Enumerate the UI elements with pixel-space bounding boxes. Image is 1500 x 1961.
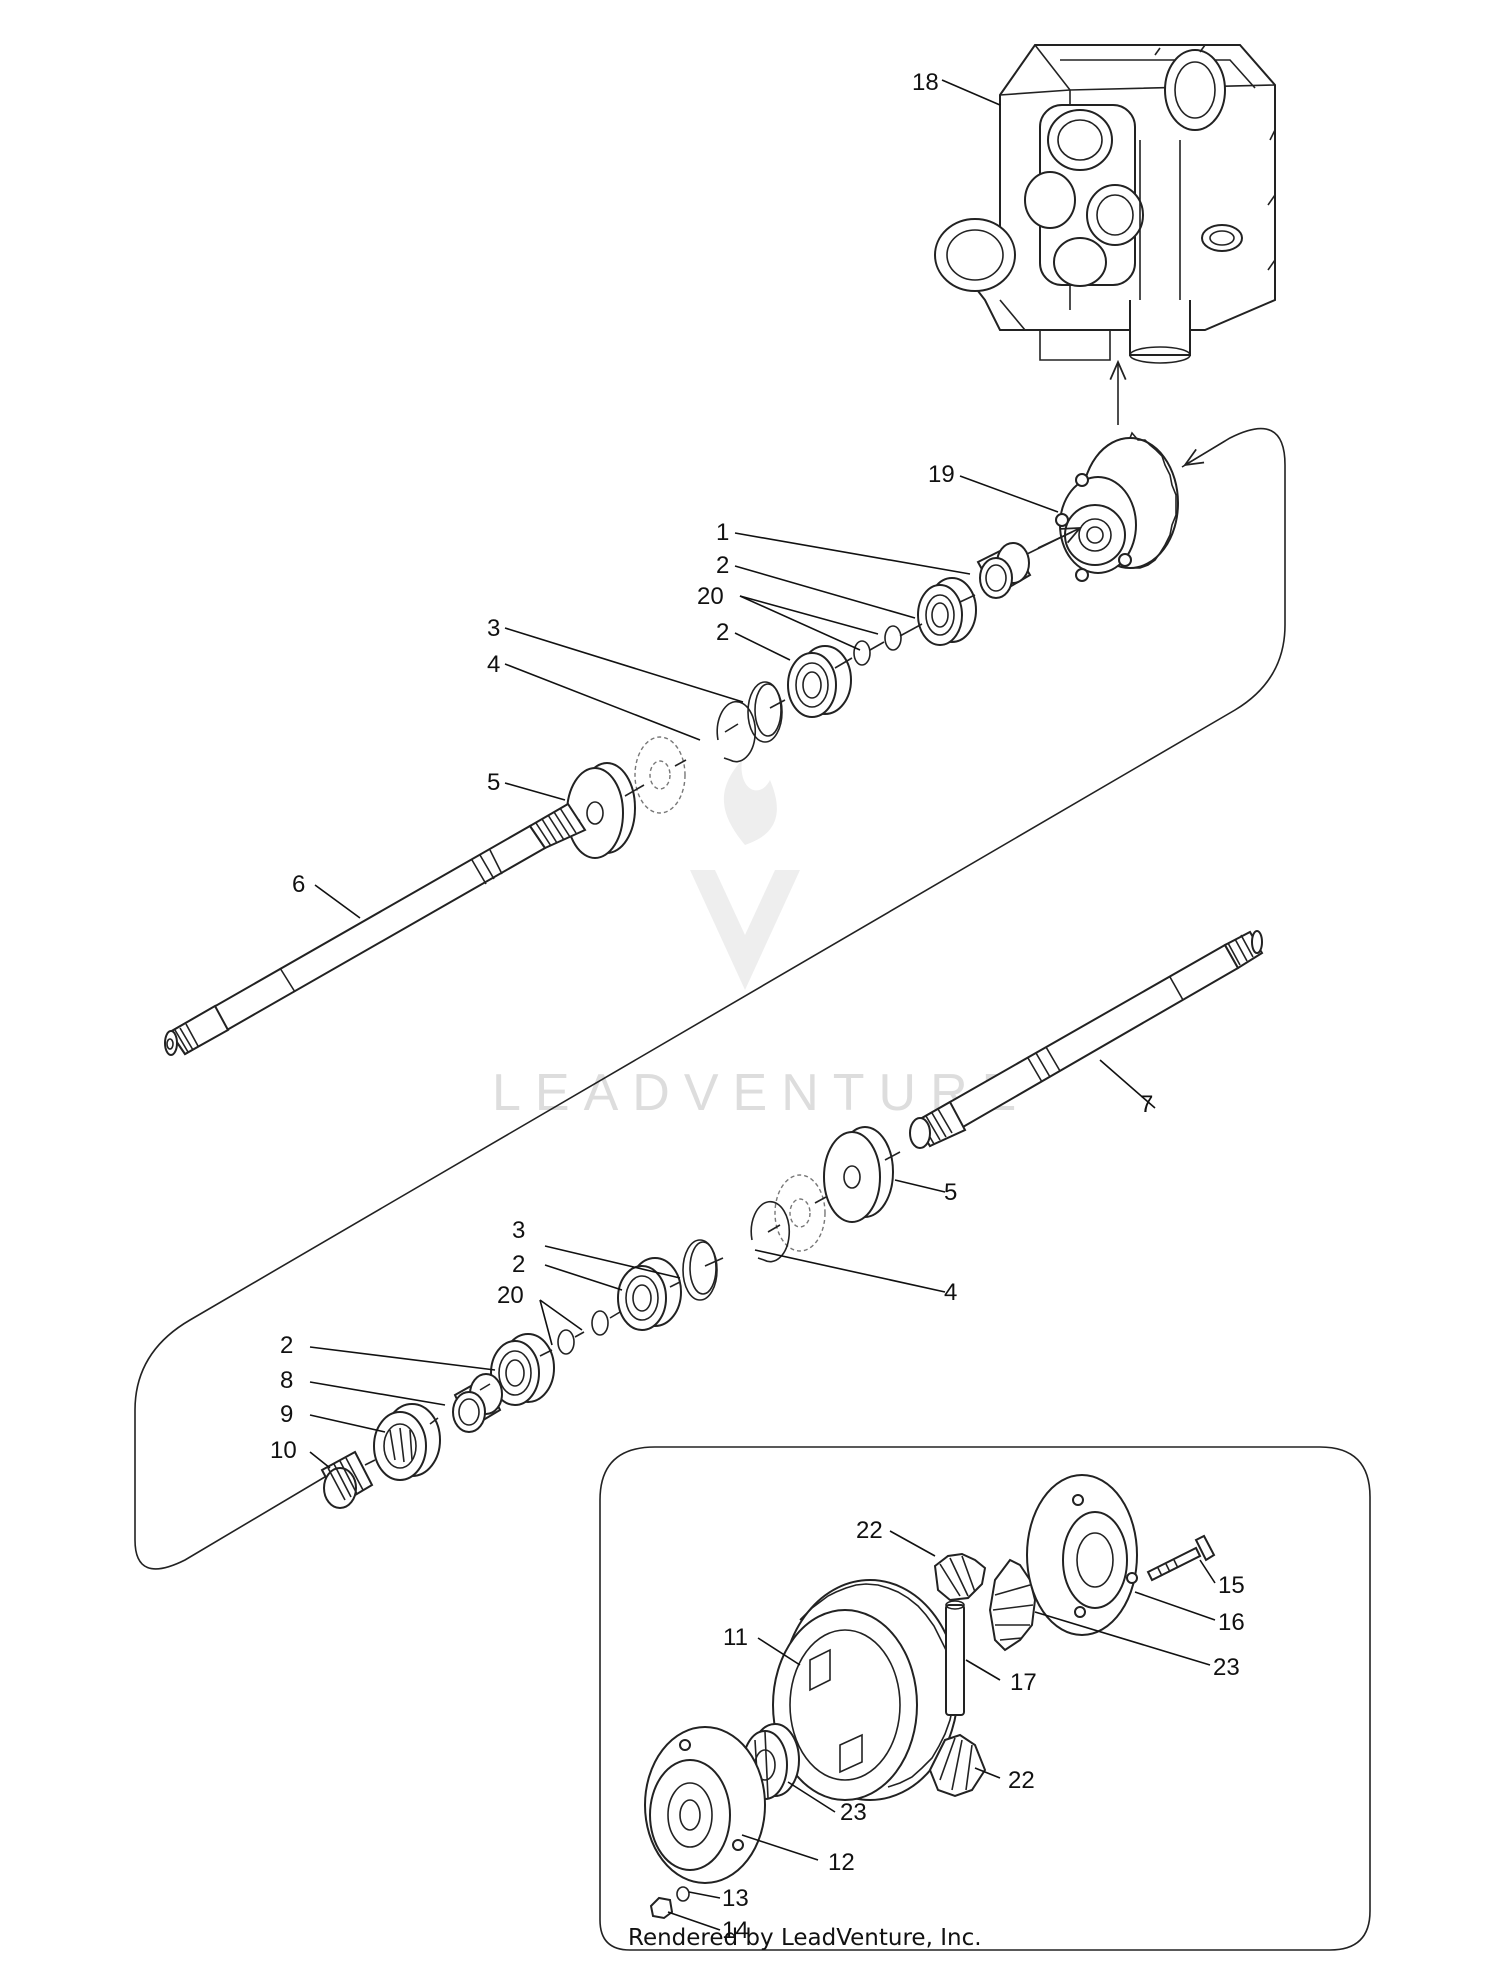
upper-thrust-washer-5 [566, 762, 636, 859]
credit-text: Rendered by LeadVenture, Inc. [628, 1925, 982, 1951]
callout-4-upper: 4 [487, 651, 500, 678]
callout-9: 9 [280, 1401, 293, 1428]
lower-bearing-2c [617, 1257, 682, 1331]
callout-1: 1 [716, 519, 729, 546]
callout-3-lower: 3 [512, 1217, 525, 1244]
callout-22-top: 22 [856, 1517, 883, 1544]
inset-ring-gear-11 [772, 1579, 959, 1801]
upper-centerline [564, 531, 1073, 829]
inset-cover-12 [644, 1726, 766, 1884]
callout-labels: 18 19 1 2 20 2 3 4 5 6 7 5 3 4 2 20 2 8 … [270, 69, 1245, 1944]
callout-14: 14 [722, 1917, 749, 1944]
callout-5-upper: 5 [487, 769, 500, 796]
lower-thrust-washer-5 [823, 1126, 894, 1223]
watermark-logo [690, 760, 800, 990]
upper-bearing-2b [787, 645, 852, 718]
callout-2-upper-b: 2 [716, 619, 729, 646]
lower-dashed-washer [774, 1174, 826, 1252]
upper-ring-3 [747, 681, 783, 743]
differential-ring-gear [1055, 431, 1179, 582]
upper-snap-ring-4 [716, 700, 757, 763]
callout-5-lower: 5 [944, 1179, 957, 1206]
callout-20-lower: 20 [497, 1282, 524, 1309]
upper-dashed-washer [634, 736, 686, 814]
inset-pinion-shaft-17 [945, 1600, 965, 1716]
callout-23-left: 23 [840, 1799, 867, 1826]
inset-cover-16 [1026, 1474, 1138, 1636]
upper-axle-shaft [164, 802, 587, 1056]
callout-10: 10 [270, 1437, 297, 1464]
inset-detail-frame [599, 1446, 1371, 1951]
callout-11: 11 [723, 1624, 748, 1651]
callout-13: 13 [722, 1885, 749, 1912]
upper-snap-rings-20 [853, 625, 902, 666]
callout-3-upper: 3 [487, 615, 500, 642]
callout-18: 18 [912, 69, 939, 96]
callout-8: 8 [280, 1367, 293, 1394]
lower-axle-shaft [909, 930, 1264, 1149]
callout-12: 12 [828, 1849, 855, 1876]
inset-pinion-22-top [933, 1552, 987, 1602]
callout-2-lower-b: 2 [280, 1332, 293, 1359]
loop-arrow [1183, 440, 1226, 467]
lower-needle-bearing-10 [320, 1450, 374, 1509]
callout-23-right: 23 [1213, 1654, 1240, 1681]
leader-lines [309, 79, 1216, 1931]
callout-19: 19 [928, 461, 955, 488]
callout-17: 17 [1010, 1669, 1037, 1696]
callout-2-lower-a: 2 [512, 1251, 525, 1278]
callout-7: 7 [1140, 1091, 1153, 1118]
lower-snap-ring-4 [750, 1200, 791, 1263]
lower-collar-9 [373, 1403, 441, 1481]
upper-spacer-1 [976, 542, 1032, 599]
lower-centerline [364, 1151, 901, 1466]
lower-spacer-8 [452, 1373, 503, 1433]
callout-6: 6 [292, 871, 305, 898]
callout-4-lower: 4 [944, 1279, 957, 1306]
lower-ring-3 [682, 1239, 718, 1301]
lower-snap-rings-20 [557, 1310, 609, 1355]
callout-16: 16 [1218, 1609, 1245, 1636]
upper-bearing-2a [917, 577, 977, 646]
callout-2-upper-a: 2 [716, 552, 729, 579]
lower-bearing-2d [490, 1333, 555, 1406]
inset-side-gear-23b [988, 1558, 1037, 1652]
inset-nut-14 [649, 1896, 674, 1920]
inset-bolt-15 [1146, 1534, 1216, 1582]
callout-20-upper: 20 [697, 583, 724, 610]
inset-pinion-22-bottom [928, 1733, 987, 1798]
callout-15: 15 [1218, 1572, 1245, 1599]
transaxle-housing [934, 44, 1276, 364]
inset-washer-13 [676, 1886, 690, 1902]
assembly-loop-outline [134, 427, 1286, 1570]
callout-22-bottom: 22 [1008, 1767, 1035, 1794]
